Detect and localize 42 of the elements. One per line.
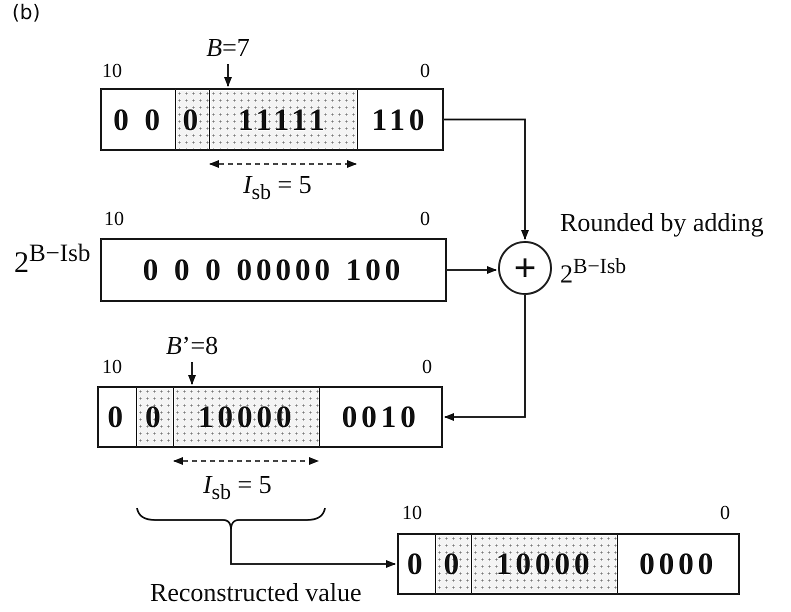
annotation-label: B=7: [193, 32, 263, 64]
arrow: [444, 295, 526, 421]
bit-index: 10: [102, 60, 122, 83]
formula-label: 2$^{B−Isb}$: [14, 240, 90, 280]
bit-register: [100, 88, 444, 151]
caption-text: Reconstructed value: [150, 578, 362, 608]
note-text: Rounded by adding 2$^{B−Isb}$: [560, 207, 765, 290]
bit-values: 0: [444, 546, 464, 582]
bit-values: 10000: [198, 399, 296, 435]
bit-values: 0000: [639, 546, 718, 582]
arrow: [444, 118, 529, 240]
bit-values: 0 0: [113, 102, 164, 138]
panel-label: (b): [12, 0, 40, 24]
bit-index: 0: [420, 60, 430, 83]
bit-index: 10: [104, 208, 124, 231]
bit-values: 0: [145, 399, 165, 435]
annotation-label: B’=8: [152, 330, 232, 362]
annotation-label: I$_{sb}$ = 5: [243, 170, 312, 206]
bit-values: 10000: [496, 546, 594, 582]
annotation-label: I$_{sb}$ = 5: [203, 470, 272, 506]
bit-values: 0 0 0 00000 100: [142, 252, 404, 288]
arrow: [224, 64, 232, 87]
adder-circle: [498, 241, 552, 295]
bit-register: [97, 386, 443, 448]
bit-index: 0: [720, 502, 730, 525]
bit-register: [100, 238, 447, 302]
bit-register: [397, 533, 740, 595]
bit-index: 0: [420, 208, 430, 231]
plus-sign: +: [514, 248, 536, 288]
arrow: [447, 266, 497, 274]
bit-values: 110: [372, 102, 428, 138]
bit-index: 10: [402, 502, 422, 525]
bit-values: 0010: [342, 399, 420, 435]
bit-values: 0: [108, 399, 128, 435]
arrow: [230, 530, 396, 568]
bit-values: 11111: [238, 102, 329, 138]
bit-index: 10: [102, 356, 122, 379]
arrow: [188, 362, 196, 385]
bit-values: 0: [182, 102, 202, 138]
bit-index: 0: [422, 356, 432, 379]
curly-brace: [135, 506, 327, 530]
bit-values: 0: [407, 546, 427, 582]
